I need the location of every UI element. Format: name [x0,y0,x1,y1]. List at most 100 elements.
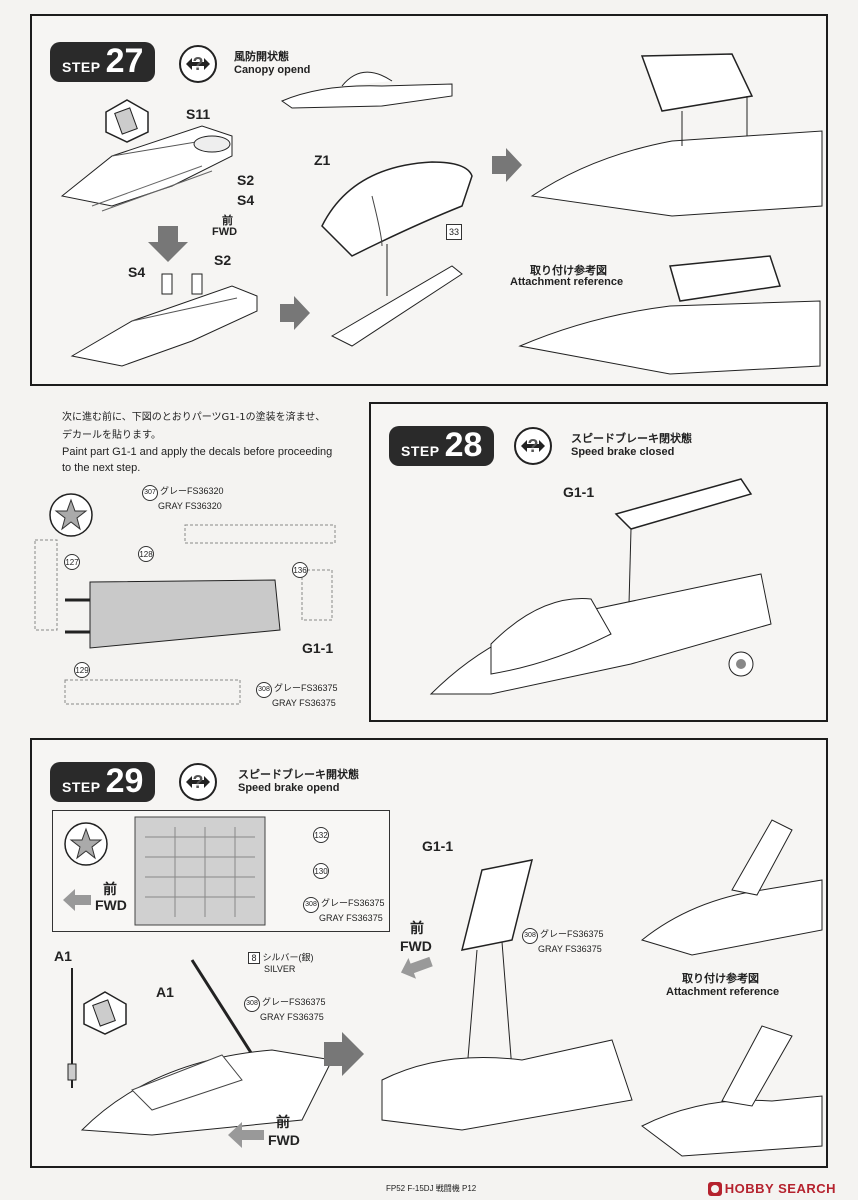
paint-name-jp: グレーFS36320 [160,486,224,496]
paint-number: 308 [303,897,319,913]
paint-name-en: GRAY FS36375 [319,913,383,923]
star-decal-icon [64,822,108,866]
right-arrow-icon [324,1032,364,1076]
brand-name: HOBBY SEARCH [724,1181,836,1196]
paint-name-en: GRAY FS36375 [272,698,336,708]
note-text-en-1: Paint part G1-1 and apply the decals bef… [62,446,333,458]
step-28-badge: STEP 28 [389,426,495,466]
step-29-panel: STEP 29 ? スピードブレーキ開状態 Speed brake opend … [30,738,828,1168]
step-29-title-en: Speed brake opend [238,782,340,794]
glue-icon [83,991,127,1035]
cockpit-tub-drawing [60,125,233,212]
reference-title-en: Attachment reference [666,986,780,998]
reference-number: 33 [446,224,462,240]
note-text-jp-2: デカールを貼ります。 [62,430,161,441]
paint-name-jp: シルバー(銀) [262,952,314,963]
step-27-title-jp: 風防開状態 [234,50,289,63]
step-29-title-jp: スピードブレーキ開状態 [238,768,359,781]
step-number: 29 [105,762,144,800]
part-a1-label: A1 [54,948,72,964]
paint-callout-silver: 8 シルバー(銀) SILVER [248,952,314,975]
decal-number: 130 [313,863,329,879]
antenna-a1-drawing [67,968,77,1088]
fwd-label: FWD [268,1132,300,1148]
fwd-label: FWD [400,938,432,954]
decal-number: 136 [292,562,308,578]
paint-number: 8 [248,952,260,964]
step-28-panel: STEP 28 ? スピードブレーキ閉状態 Speed brake closed… [369,402,828,722]
paint-name-jp: グレーFS36375 [274,683,338,693]
step-27-badge: STEP 27 [50,42,156,82]
paint-number: 307 [142,485,158,501]
reference-title-jp: 取り付け参考図 [682,972,759,985]
paint-name-jp: グレーFS36375 [540,929,604,939]
paint-name-jp: グレーFS36375 [262,997,326,1007]
right-arrow-icon [492,148,522,182]
speed-brake-panel-drawing [134,816,266,926]
fwd-jp-label: 前 [222,215,233,227]
glue-icon [105,99,149,143]
part-s2-label: S2 [237,172,255,188]
paint-name-en: GRAY FS36375 [260,1012,324,1022]
right-arrow-icon [280,296,310,330]
left-arrow-icon [400,956,433,979]
step-number: 28 [444,426,483,464]
swap-question-icon: ? [514,427,552,465]
canopy-z1-drawing [321,161,473,347]
decal-number: 127 [64,554,80,570]
paint-number: 308 [522,928,538,944]
left-arrow-icon [63,889,91,911]
decal-number: 132 [313,827,329,843]
part-s11-label: S11 [186,106,211,122]
swap-question-icon: ? [179,763,217,801]
aircraft-reference-drawing [518,255,821,375]
note-text-jp-1: 次に進む前に、下図のとおりパーツG1-1の塗装を済ませ、 [62,412,326,423]
step-27-panel: STEP 27 ? 風防開状態 Canopy opend S11 S2 S4 前… [30,14,828,386]
step-28-title-en: Speed brake closed [571,446,675,458]
swap-question-icon: ? [179,45,217,83]
fwd-jp-label: 前 [410,920,424,936]
fwd-label: FWD [212,226,238,238]
star-decal-icon [49,493,93,537]
aircraft-canopy-open-drawing [530,53,823,217]
brand-icon [707,1181,722,1196]
paint-number: 308 [256,682,272,698]
fwd-jp-label: 前 [276,1114,290,1130]
aircraft-small-drawing [280,71,453,109]
part-g1-1-label: G1-1 [563,484,595,500]
step-29-badge: STEP 29 [50,762,156,802]
part-g1-1-label: G1-1 [302,640,334,656]
decal-number: 129 [74,662,90,678]
step-number: 27 [105,42,144,80]
step-27-title-en: Canopy opend [234,64,311,76]
reference-title-en: Attachment reference [510,276,624,288]
paint-name-en: SILVER [264,964,296,974]
svg-text:?: ? [193,772,204,792]
paint-name-en: GRAY FS36375 [538,944,602,954]
reference-title-jp: 取り付け参考図 [530,264,607,277]
part-z1-label: Z1 [314,152,331,168]
step-28-title-jp: スピードブレーキ閉状態 [571,432,692,445]
part-s4-label: S4 [237,192,255,208]
fwd-label: FWD [95,897,127,913]
part-a1-label-mid: A1 [156,984,174,1000]
fwd-jp-label: 前 [103,881,117,897]
left-arrow-icon [228,1122,264,1148]
part-g1-1-label: G1-1 [422,838,454,854]
svg-text:?: ? [528,436,539,456]
part-s2-label-lower: S2 [214,252,232,268]
decal-number: 128 [138,546,154,562]
cockpit-tub-assembled-drawing [70,273,258,367]
speed-brake-part-drawing [34,524,336,705]
down-arrow-icon [148,226,188,262]
note-text-en-2: to the next step. [62,462,141,474]
brand-logo: HOBBY SEARCH [707,1181,836,1196]
step-label: STEP [62,59,101,75]
part-s4-label-lower: S4 [128,264,146,280]
paint-name-jp: グレーFS36375 [321,898,385,908]
